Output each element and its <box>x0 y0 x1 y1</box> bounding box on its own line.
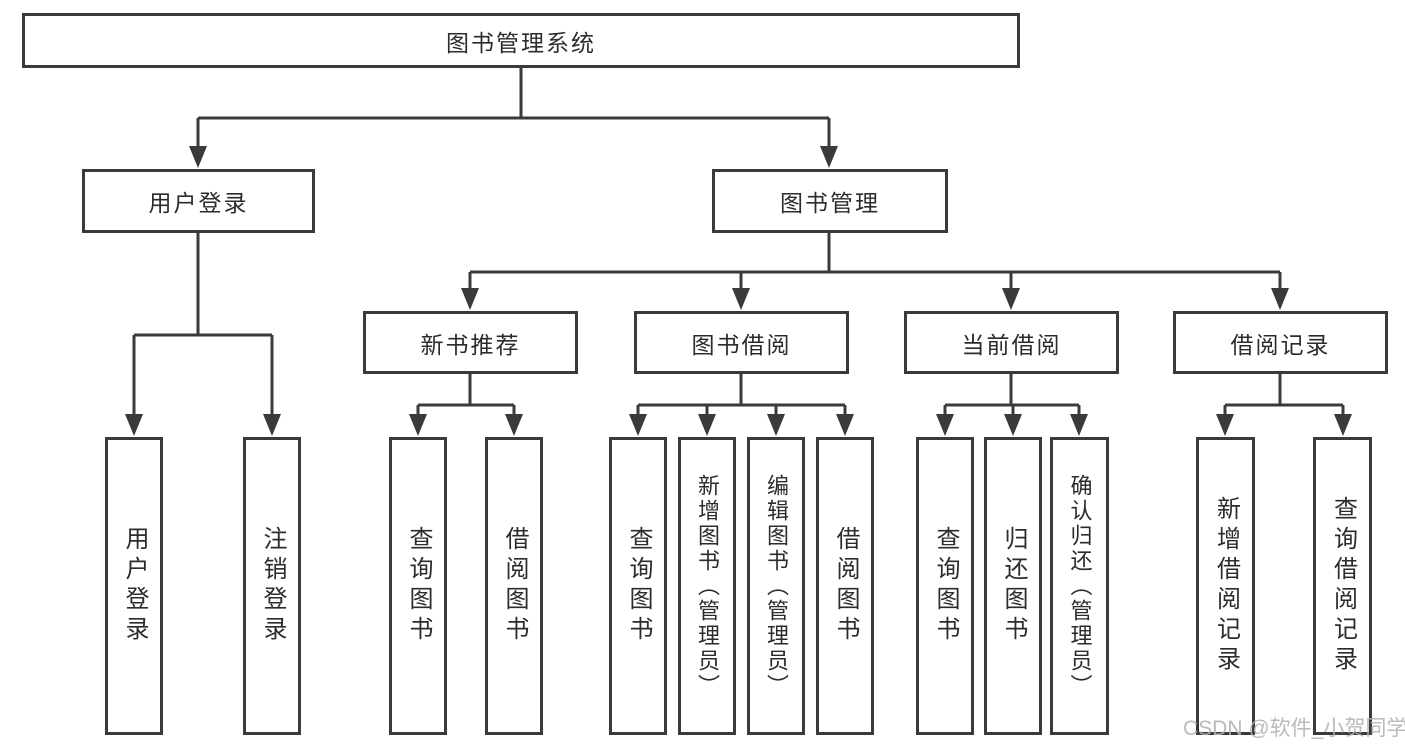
leaf-add-borrow-record: 新增借阅记录 <box>1196 437 1255 735</box>
node-user-login: 用户登录 <box>82 169 315 233</box>
node-library-management-system-label: 图书管理系统 <box>446 29 596 56</box>
leaf-query-borrow-record: 查询借阅记录 <box>1313 437 1372 735</box>
node-user-login-label: 用户登录 <box>148 190 249 216</box>
csdn-watermark: CSDN @软件_小贺同学 <box>1183 717 1405 740</box>
node-book-borrowing: 图书借阅 <box>634 311 849 374</box>
leaf-add-books-admin: 新增图书（管理员） <box>678 437 736 735</box>
node-current-borrowing-label: 当前借阅 <box>961 331 1062 358</box>
node-library-management-system: 图书管理系统 <box>22 13 1020 68</box>
node-current-borrowing: 当前借阅 <box>904 311 1119 374</box>
leaf-add-books-admin-label: 新增图书（管理员） <box>695 473 720 699</box>
leaf-query-books-recommend: 查询图书 <box>389 437 447 735</box>
leaf-user-login-label: 用户登录 <box>121 526 148 646</box>
leaf-borrow-books-recommend: 借阅图书 <box>485 437 543 735</box>
leaf-return-books-label: 归还图书 <box>1000 526 1027 646</box>
leaf-query-borrow-record-label: 查询借阅记录 <box>1329 496 1357 676</box>
leaf-borrow-books-borrowing-label: 借阅图书 <box>832 526 859 646</box>
leaf-query-books-current: 查询图书 <box>916 437 974 735</box>
node-borrowing-records: 借阅记录 <box>1173 311 1388 374</box>
leaf-return-books: 归还图书 <box>984 437 1042 735</box>
leaf-borrow-books-recommend-label: 借阅图书 <box>501 526 528 646</box>
leaf-add-borrow-record-label: 新增借阅记录 <box>1212 496 1240 676</box>
leaf-query-books-borrowing: 查询图书 <box>609 437 667 735</box>
leaf-user-login: 用户登录 <box>105 437 163 735</box>
node-new-book-recommendation-label: 新书推荐 <box>420 331 521 358</box>
leaf-confirm-return-admin-label: 确认归还（管理员） <box>1067 473 1093 699</box>
leaf-edit-books-admin: 编辑图书（管理员） <box>747 437 805 735</box>
leaf-query-books-borrowing-label: 查询图书 <box>625 526 652 646</box>
node-book-management-label: 图书管理 <box>780 190 880 216</box>
leaf-edit-books-admin-label: 编辑图书（管理员） <box>764 473 789 699</box>
leaf-query-books-current-label: 查询图书 <box>932 526 959 646</box>
node-book-borrowing-label: 图书借阅 <box>691 331 792 358</box>
leaf-logout: 注销登录 <box>243 437 301 735</box>
node-borrowing-records-label: 借阅记录 <box>1230 331 1331 358</box>
leaf-confirm-return-admin: 确认归还（管理员） <box>1050 437 1109 735</box>
leaf-query-books-recommend-label: 查询图书 <box>405 526 432 646</box>
node-new-book-recommendation: 新书推荐 <box>363 311 578 374</box>
leaf-logout-label: 注销登录 <box>259 526 286 646</box>
node-book-management: 图书管理 <box>712 169 948 233</box>
leaf-borrow-books-borrowing: 借阅图书 <box>816 437 874 735</box>
